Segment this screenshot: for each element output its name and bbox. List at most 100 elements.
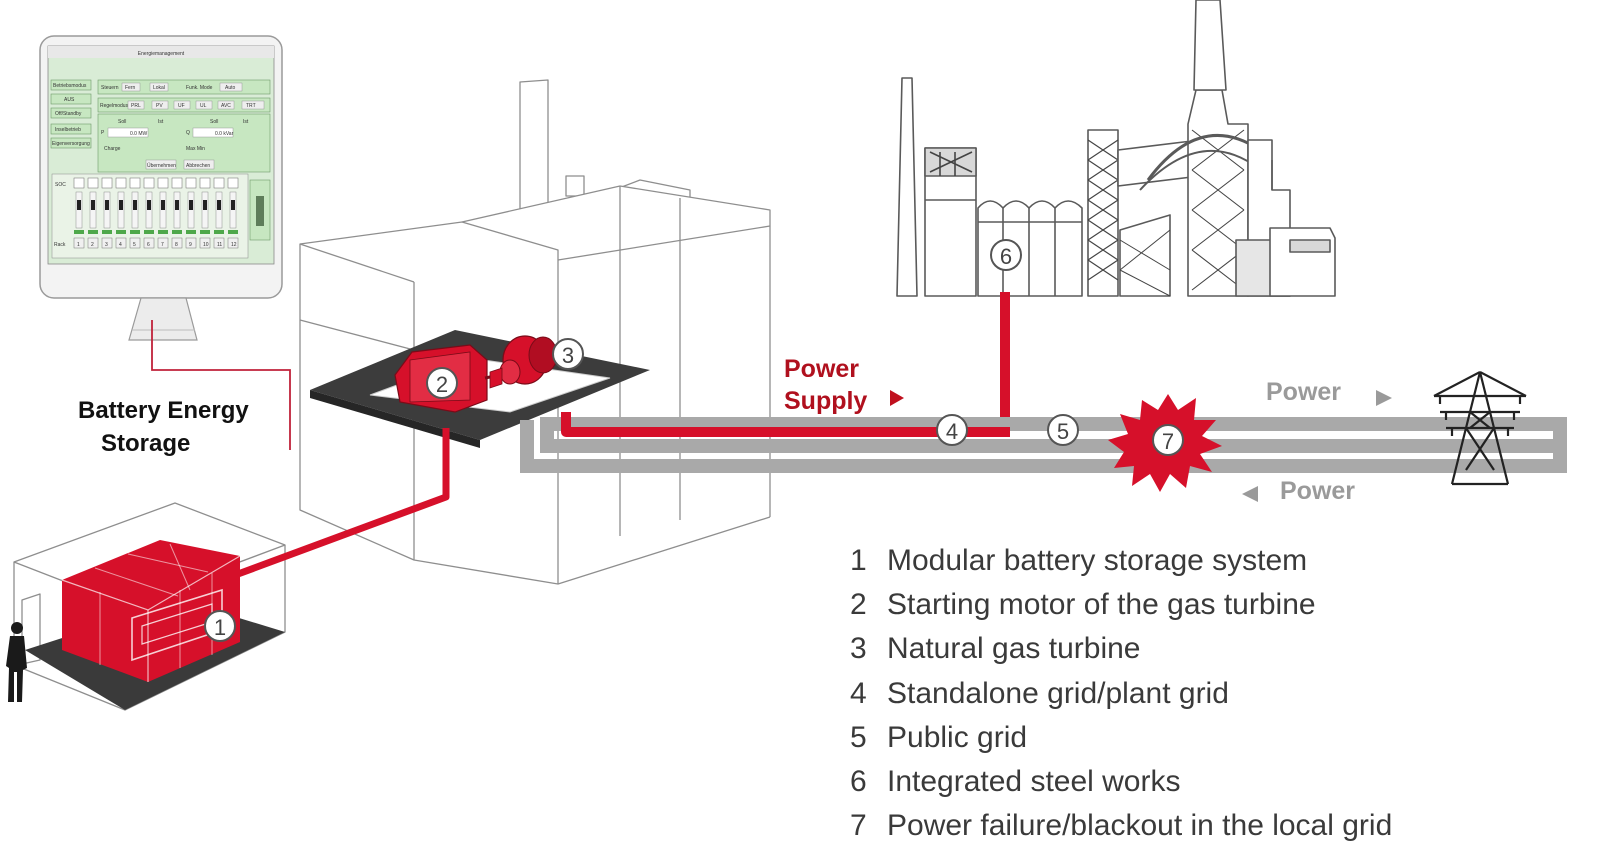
person-silhouette	[6, 622, 27, 702]
rack-number: 4	[119, 242, 122, 248]
field-lokal[interactable]: Lokal	[153, 85, 165, 91]
svg-text:2: 2	[436, 372, 448, 397]
bes-line-1: Battery Energy	[78, 397, 249, 424]
steel-works	[896, 0, 1336, 297]
legend-number: 1	[850, 544, 867, 577]
regel-btn-2[interactable]: UF	[178, 103, 185, 109]
rack-column: 9	[185, 177, 197, 249]
rack-column: 3	[101, 177, 113, 249]
rack-column: 1	[73, 177, 85, 249]
rack-number: 12	[231, 242, 237, 248]
soll-label-2: Soll	[210, 119, 218, 125]
rack-number: 6	[147, 242, 150, 248]
legend-text: Starting motor of the gas turbine	[887, 588, 1316, 622]
legend-item: 4 Standalone grid/plant grid	[850, 672, 1392, 716]
monitor: Energiemanagement Betriebsmodus AUS Off/…	[39, 35, 283, 341]
regel-btn-4[interactable]: AVC	[221, 103, 231, 109]
marker-4: 4	[936, 414, 968, 446]
battery-energy-storage-label: Battery Energy Storage	[78, 394, 249, 460]
side-btn-4[interactable]: Eigenversorgung	[52, 141, 90, 147]
field-fern[interactable]: Fern	[125, 85, 136, 91]
monitor-signal-line	[151, 320, 291, 450]
regel-btn-1[interactable]: PV	[156, 103, 163, 109]
ist-label-2: Ist	[243, 119, 249, 125]
monitor-side-buttons: Betriebsmodus AUS Off/Standby Inselbetri…	[50, 79, 92, 149]
rack-number: 3	[105, 242, 108, 248]
battery-power-line	[236, 428, 450, 578]
svg-text:6: 6	[1000, 244, 1012, 269]
monitor-pq-panel: Soll Ist Soll Ist P 0.0 MW Q 0.0 kVar Ch…	[97, 113, 271, 173]
power-left-arrow-icon	[1242, 486, 1258, 502]
max-label: Max Min	[186, 146, 205, 152]
field-auto[interactable]: Auto	[225, 85, 236, 91]
power-right-arrow-icon	[1376, 390, 1392, 406]
legend-number: 3	[850, 632, 867, 666]
rack-number: 7	[161, 242, 164, 248]
svg-text:7: 7	[1162, 429, 1174, 454]
rack-number: 8	[175, 242, 178, 248]
svg-text:1: 1	[214, 615, 226, 640]
rack-column: 6	[143, 177, 155, 249]
apply-button[interactable]: Übernehmen	[147, 162, 176, 169]
gas-turbine	[489, 335, 558, 389]
side-btn-2[interactable]: Off/Standby	[55, 111, 82, 117]
rack-column: 10	[199, 177, 211, 249]
legend-number: 4	[850, 676, 867, 710]
charge-label: Charge	[104, 146, 121, 152]
monitor-regel-row: Regelmodus PRL PV UF UL AVC TRT	[97, 97, 271, 113]
cancel-button[interactable]: Abbrechen	[186, 163, 210, 169]
plant-grid-line	[561, 412, 1010, 437]
legend-text: Natural gas turbine	[887, 632, 1141, 666]
regel-label: Regelmodus	[100, 103, 129, 109]
legend-text: Modular battery storage system	[887, 544, 1308, 577]
marker-1: 1	[204, 610, 236, 642]
svg-text:5: 5	[1057, 419, 1069, 444]
transmission-tower-icon	[1433, 371, 1527, 486]
rack-column: 7	[157, 177, 169, 249]
supply-arrow-icon	[890, 390, 904, 406]
monitor-top-fields: Steuern Fern Lokal Funk. Mode Auto	[97, 79, 271, 95]
public-grid-line	[520, 417, 1567, 473]
marker-7: 7	[1152, 424, 1184, 456]
rack-number: 9	[189, 242, 192, 248]
legend-text: Standalone grid/plant grid	[887, 676, 1229, 710]
regel-btn-5[interactable]: TRT	[246, 103, 256, 109]
supply-line-2: Supply	[784, 387, 868, 415]
rack-number: 1	[77, 242, 80, 248]
p-label: P	[101, 130, 105, 136]
side-btn-1[interactable]: AUS	[64, 97, 75, 103]
field-steuern-label: Steuern	[101, 85, 119, 91]
legend-text: Power failure/blackout in the local grid	[887, 809, 1393, 843]
rack-number: 11	[217, 242, 222, 248]
bes-line-2: Storage	[101, 430, 191, 457]
p-value[interactable]: 0.0 MW	[130, 131, 148, 137]
regel-btn-3[interactable]: UL	[200, 103, 207, 109]
svg-text:4: 4	[946, 419, 958, 444]
power-plant-building	[299, 79, 771, 585]
side-btn-3[interactable]: Inselbetrieb	[55, 127, 81, 133]
marker-3: 3	[552, 338, 584, 370]
power-right-label: Power	[1266, 378, 1342, 406]
rack-column: 2	[87, 177, 99, 249]
power-left-label: Power	[1280, 477, 1356, 505]
q-value[interactable]: 0.0 kVar	[215, 131, 234, 137]
rack-column: 11	[213, 177, 225, 249]
rack-column: 12	[227, 177, 239, 249]
regel-btn-0[interactable]: PRL	[131, 103, 141, 109]
power-supply-label: Power Supply	[784, 353, 867, 417]
q-label: Q	[186, 130, 190, 136]
marker-2: 2	[426, 367, 458, 399]
soll-label: Soll	[118, 119, 126, 125]
rack-number: 5	[133, 242, 136, 248]
side-btn-0[interactable]: Betriebsmodus	[53, 83, 87, 89]
ist-label: Ist	[158, 119, 164, 125]
field-mode-label: Funk. Mode	[186, 85, 213, 91]
